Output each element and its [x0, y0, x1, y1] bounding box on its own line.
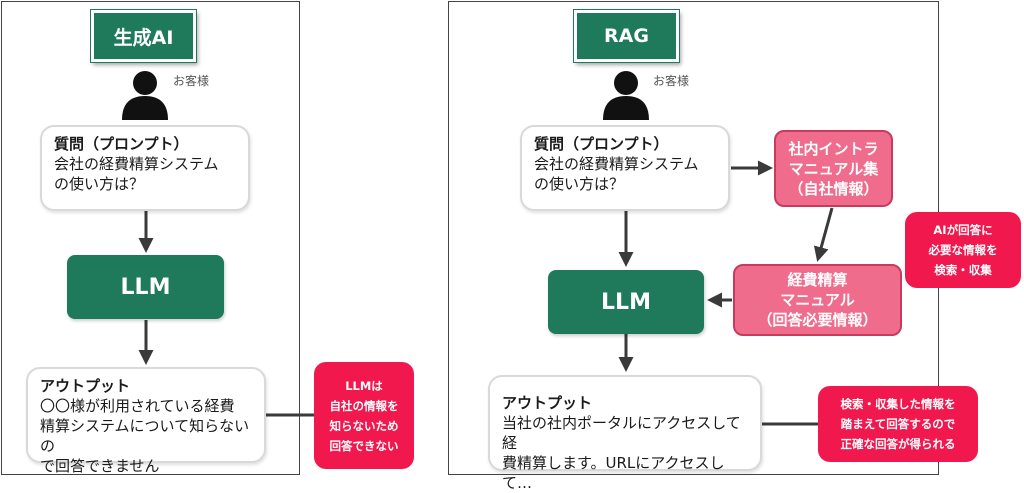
intranet-box: 社内イントラ マニュアル集 （自社情報） — [774, 130, 893, 207]
note-line: 正確な回答が得られる — [840, 437, 956, 451]
manual-line: 経費精算 — [787, 271, 848, 289]
note-line: 知らないため — [329, 418, 399, 433]
note-line: 踏まえて回答するので — [840, 417, 956, 431]
intranet-line: 社内イントラ — [788, 139, 879, 158]
llm-box-left: LLM — [67, 255, 224, 319]
manual-box: 経費精算 マニュアル （回答必要情報） — [733, 264, 902, 336]
badge-generative-ai: 生成AI — [91, 10, 196, 62]
intranet-line: マニュアル集 — [788, 159, 879, 178]
output-box-right: アウトプット 当社の社内ポータルにアクセスして経 費精算します。URLにアクセス… — [488, 375, 762, 492]
output-line: で回答できません — [40, 457, 160, 475]
note-left: LLMは 自社の情報を 知らないため 回答できない — [314, 362, 414, 469]
badge-rag: RAG — [574, 10, 679, 62]
note-line: AIが回答に — [933, 223, 993, 237]
output-line: 〇〇様が利用されている経費 — [40, 397, 235, 415]
llm-box-right: LLM — [548, 270, 704, 334]
manual-line: マニュアル — [780, 291, 855, 309]
question-box-left: 質問（プロンプト） 会社の経費精算システム の使い方は？ — [40, 125, 250, 211]
question-line: 会社の経費精算システム — [534, 155, 699, 173]
connector-lines — [138, 160, 834, 426]
intranet-line: （自社情報） — [788, 179, 879, 198]
question-line: の使い方は？ — [54, 175, 145, 193]
output-title: アウトプット — [502, 394, 593, 412]
note-line: 必要な情報を — [928, 243, 998, 257]
person-icon — [603, 71, 649, 120]
customer-label: お客様 — [653, 74, 690, 88]
person-icon — [122, 71, 168, 120]
output-line: 費精算します。URLにアクセスして… — [502, 454, 725, 492]
question-title: 質問（プロンプト） — [54, 135, 189, 153]
note-line: 回答できない — [329, 438, 399, 453]
output-line: 当社の社内ポータルにアクセスして経 — [502, 414, 741, 452]
output-line: 精算システムについて知らないの — [40, 417, 250, 455]
output-title: アウトプット — [40, 377, 131, 395]
customer-label: お客様 — [173, 74, 210, 88]
output-box-left: アウトプット 〇〇様が利用されている経費 精算システムについて知らないの で回答… — [26, 367, 266, 475]
note-right: 検索・収集した情報を 踏まえて回答するので 正確な回答が得られる — [818, 386, 978, 462]
question-box-right: 質問（プロンプト） 会社の経費精算システム の使い方は？ — [520, 125, 730, 211]
note-line: 検索・収集した情報を — [840, 397, 956, 411]
note-line: 検索・収集 — [934, 263, 992, 277]
question-line: の使い方は？ — [534, 175, 625, 193]
question-line: 会社の経費精算システム — [54, 155, 219, 173]
arrow-intranet-to-manual — [813, 207, 834, 262]
note-line: LLMは — [345, 378, 383, 393]
note-line: 自社の情報を — [329, 398, 399, 413]
question-title: 質問（プロンプト） — [534, 135, 669, 153]
ai-note: AIが回答に 必要な情報を 検索・収集 — [905, 212, 1021, 288]
manual-line: （回答必要情報） — [757, 311, 878, 329]
